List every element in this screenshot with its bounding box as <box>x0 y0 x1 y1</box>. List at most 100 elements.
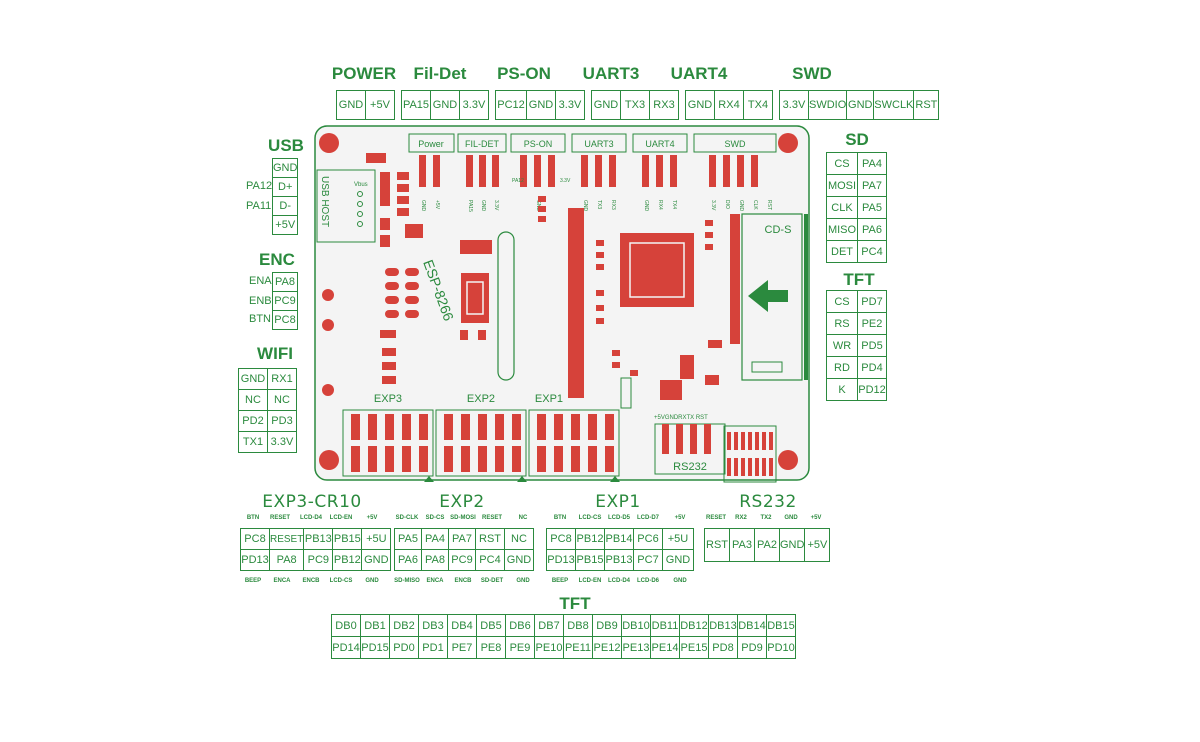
pin-cell: PA8 <box>272 272 298 292</box>
pad <box>538 216 546 222</box>
pad <box>612 362 620 368</box>
sd-slot <box>741 213 803 381</box>
rs232-board-label: RS232 <box>673 461 707 473</box>
pin-cell: +5V <box>804 528 831 562</box>
conn-label: UART3 <box>584 139 613 149</box>
pad <box>512 446 521 472</box>
pad <box>656 155 663 187</box>
pad <box>385 296 399 304</box>
pin-func-label: SD-MISO <box>394 578 420 584</box>
pin-cell: K <box>826 378 858 401</box>
pad <box>571 446 580 472</box>
pad <box>588 446 597 472</box>
pad <box>612 350 620 356</box>
pad <box>605 414 614 440</box>
pin-cell: SWDIO <box>807 90 848 120</box>
pad <box>466 155 473 187</box>
pad <box>405 282 419 290</box>
pad <box>405 224 423 238</box>
pin-func-label: LCD-D7 <box>637 515 659 521</box>
pin-cell: PA15 <box>401 90 431 120</box>
pin-cell: GND <box>846 90 875 120</box>
pin-cell: PA6 <box>394 549 422 571</box>
pin-func-label: ENCA <box>273 578 291 584</box>
pad <box>734 458 738 476</box>
usb-pins: GND D+ D- +5V <box>271 158 299 235</box>
pin-func-label: NC <box>518 515 528 521</box>
pad <box>705 220 713 226</box>
pad <box>351 446 360 472</box>
pin-cell: RX1 <box>267 368 297 390</box>
pin-func-label: RESET <box>481 515 503 521</box>
pin-func-label: +5V <box>366 515 378 521</box>
pin-cell: PD13 <box>240 549 270 571</box>
pad <box>382 376 396 384</box>
pad <box>596 305 604 311</box>
pin-cell: NC <box>267 389 297 411</box>
conn-outline <box>457 133 507 153</box>
pin-cell: PA4 <box>857 152 887 175</box>
pad <box>495 414 504 440</box>
pad <box>596 264 604 270</box>
pad <box>751 155 758 187</box>
pad <box>460 330 468 340</box>
pin-func-label: ENCA <box>426 578 444 584</box>
enc-side-label: ENB <box>249 295 272 307</box>
pad <box>478 330 486 340</box>
pad <box>755 432 759 450</box>
pad <box>690 424 697 454</box>
pin-func-label: RX2 <box>735 515 747 521</box>
pin-cell: DB6 <box>505 614 535 637</box>
pin-cell: PD3 <box>267 410 297 432</box>
exp3-cr10-title: EXP3-CR10 <box>262 492 362 512</box>
pad <box>380 235 390 247</box>
top-pin-strip: GND +5V PA15 GND 3.3V PC12 GND 3.3V GND … <box>336 90 940 120</box>
pad <box>397 196 409 204</box>
pin-func-label: BEEP <box>244 578 262 584</box>
enc-side-label: ENA <box>249 275 272 287</box>
pad <box>405 296 419 304</box>
wifi-header: WIFI <box>257 344 293 363</box>
mount-hole <box>322 384 334 396</box>
pad <box>705 375 719 385</box>
pad <box>444 446 453 472</box>
power-header: POWER <box>331 64 397 83</box>
exp2-title: EXP2 <box>439 492 485 512</box>
pin-cell: DB2 <box>389 614 419 637</box>
board-small-label: PA15 <box>467 200 473 212</box>
pin-cell: PC4 <box>857 240 887 263</box>
pin-cell: DB0 <box>331 614 361 637</box>
pad <box>402 446 411 472</box>
pad <box>433 155 440 187</box>
pin-cell: 3.3V <box>459 90 489 120</box>
enc-header: ENC <box>259 250 295 269</box>
mount-hole <box>778 133 798 153</box>
conn-outline <box>408 133 455 153</box>
pin-func-label: ENCB <box>302 578 320 584</box>
pin-func-label: LCD-EN <box>578 578 602 584</box>
pad <box>520 155 527 187</box>
pin-cell: PC7 <box>633 549 663 571</box>
mcu-chip <box>620 233 694 307</box>
uart3-header: UART3 <box>582 64 640 83</box>
pad <box>705 244 713 250</box>
pad <box>571 414 580 440</box>
enc-side-label: BTN <box>249 313 271 325</box>
pin-cell: 3.3V <box>779 90 809 120</box>
pad <box>380 218 390 230</box>
mount-hole <box>322 289 334 301</box>
board-small-label: TX4 <box>671 200 677 209</box>
pad <box>734 432 738 450</box>
pad <box>351 414 360 440</box>
pad <box>748 458 752 476</box>
board-small-label: PA12 <box>512 178 524 184</box>
slot <box>497 231 515 381</box>
pin-cell: PE13 <box>621 636 651 659</box>
pin-func-label: SD-DET <box>480 578 504 584</box>
pin-cell: DB1 <box>360 614 390 637</box>
pad <box>538 206 546 212</box>
pad <box>705 232 713 238</box>
pad <box>380 172 390 206</box>
pin-cell: 3.3V <box>555 90 585 120</box>
